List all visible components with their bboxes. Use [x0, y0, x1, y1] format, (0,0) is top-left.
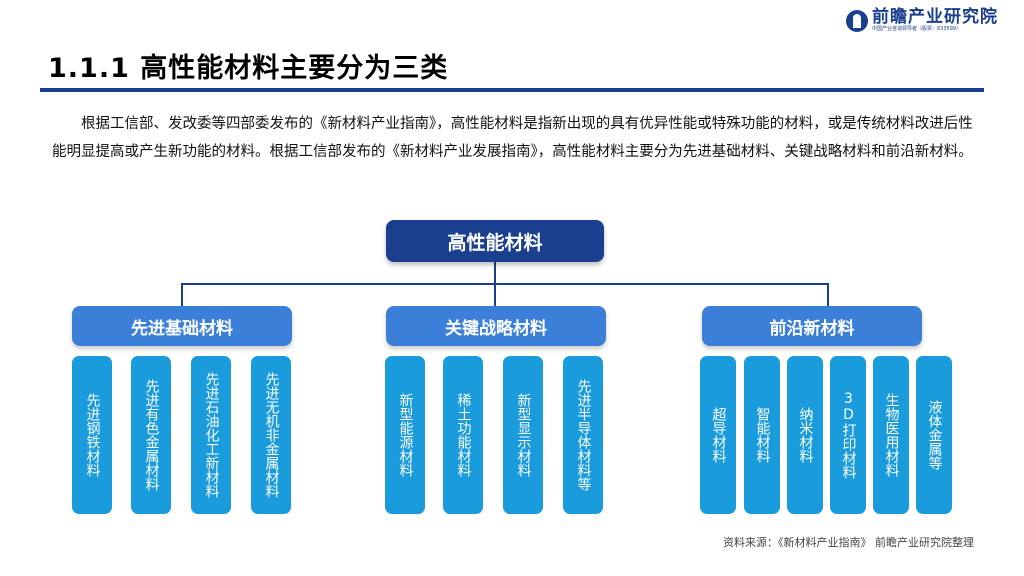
connector-cat-3 [827, 283, 829, 306]
leaf-node: 稀土功能材料 [443, 356, 483, 514]
leaf-label: 新型显示材料 [515, 393, 532, 477]
leaf-label: 超导材料 [710, 407, 727, 463]
brand-subtitle: 中国产业咨询领导者（股票：833599） [872, 26, 962, 32]
intro-paragraph: 根据工信部、发改委等四部委发布的《新材料产业指南》，高性能材料是指新出现的具有优… [52, 116, 973, 160]
leaf-node: 先进钢铁材料 [72, 356, 112, 514]
leaf-label: 先进半导体材料等 [575, 379, 592, 491]
leaf-label: 先进石油化工新材料 [203, 372, 220, 498]
source-note: 资料来源：《新材料产业指南》 前瞻产业研究院整理 [723, 536, 974, 549]
connector-cat-2 [494, 283, 496, 306]
connector-root-down [494, 262, 496, 284]
leaf-label: 生物医用材料 [883, 393, 900, 477]
leaf-label: 液体金属等 [926, 400, 943, 470]
leaf-node: 先进石油化工新材料 [191, 356, 231, 514]
leaf-node: 3D打印材料 [830, 356, 866, 514]
category-node-strategic: 关键战略材料 [386, 306, 606, 346]
leaf-label: 纳米材料 [797, 407, 814, 463]
leaf-node: 超导材料 [700, 356, 736, 514]
leaf-node: 智能材料 [744, 356, 780, 514]
leaf-label: 先进无机非金属材料 [263, 372, 280, 498]
leaf-label: 先进有色金属材料 [143, 379, 160, 491]
leaf-node: 先进无机非金属材料 [251, 356, 291, 514]
connector-horizontal [181, 283, 829, 285]
category-node-frontier: 前沿新材料 [702, 306, 922, 346]
leaf-node: 新型显示材料 [503, 356, 543, 514]
leaf-label: 新型能源材料 [397, 393, 414, 477]
brand-name: 前瞻产业研究院 [872, 7, 998, 27]
leaf-node: 生物医用材料 [873, 356, 909, 514]
brand-icon [846, 9, 868, 32]
leaf-label: 3D打印材料 [840, 391, 857, 479]
root-node: 高性能材料 [386, 220, 604, 262]
leaf-label: 智能材料 [754, 407, 771, 463]
page-title: 1.1.1 高性能材料主要分为三类 [48, 53, 449, 84]
category-node-basic: 先进基础材料 [72, 306, 292, 346]
brand-logo: 前瞻产业研究院 中国产业咨询领导者（股票：833599） [846, 8, 998, 33]
leaf-node: 先进有色金属材料 [131, 356, 171, 514]
leaf-label: 先进钢铁材料 [84, 393, 101, 477]
leaf-node: 新型能源材料 [385, 356, 425, 514]
connector-cat-1 [181, 283, 183, 306]
title-divider [40, 88, 984, 92]
leaf-node: 先进半导体材料等 [563, 356, 603, 514]
leaf-label: 稀土功能材料 [455, 393, 472, 477]
leaf-node: 纳米材料 [787, 356, 823, 514]
leaf-node: 液体金属等 [916, 356, 952, 514]
